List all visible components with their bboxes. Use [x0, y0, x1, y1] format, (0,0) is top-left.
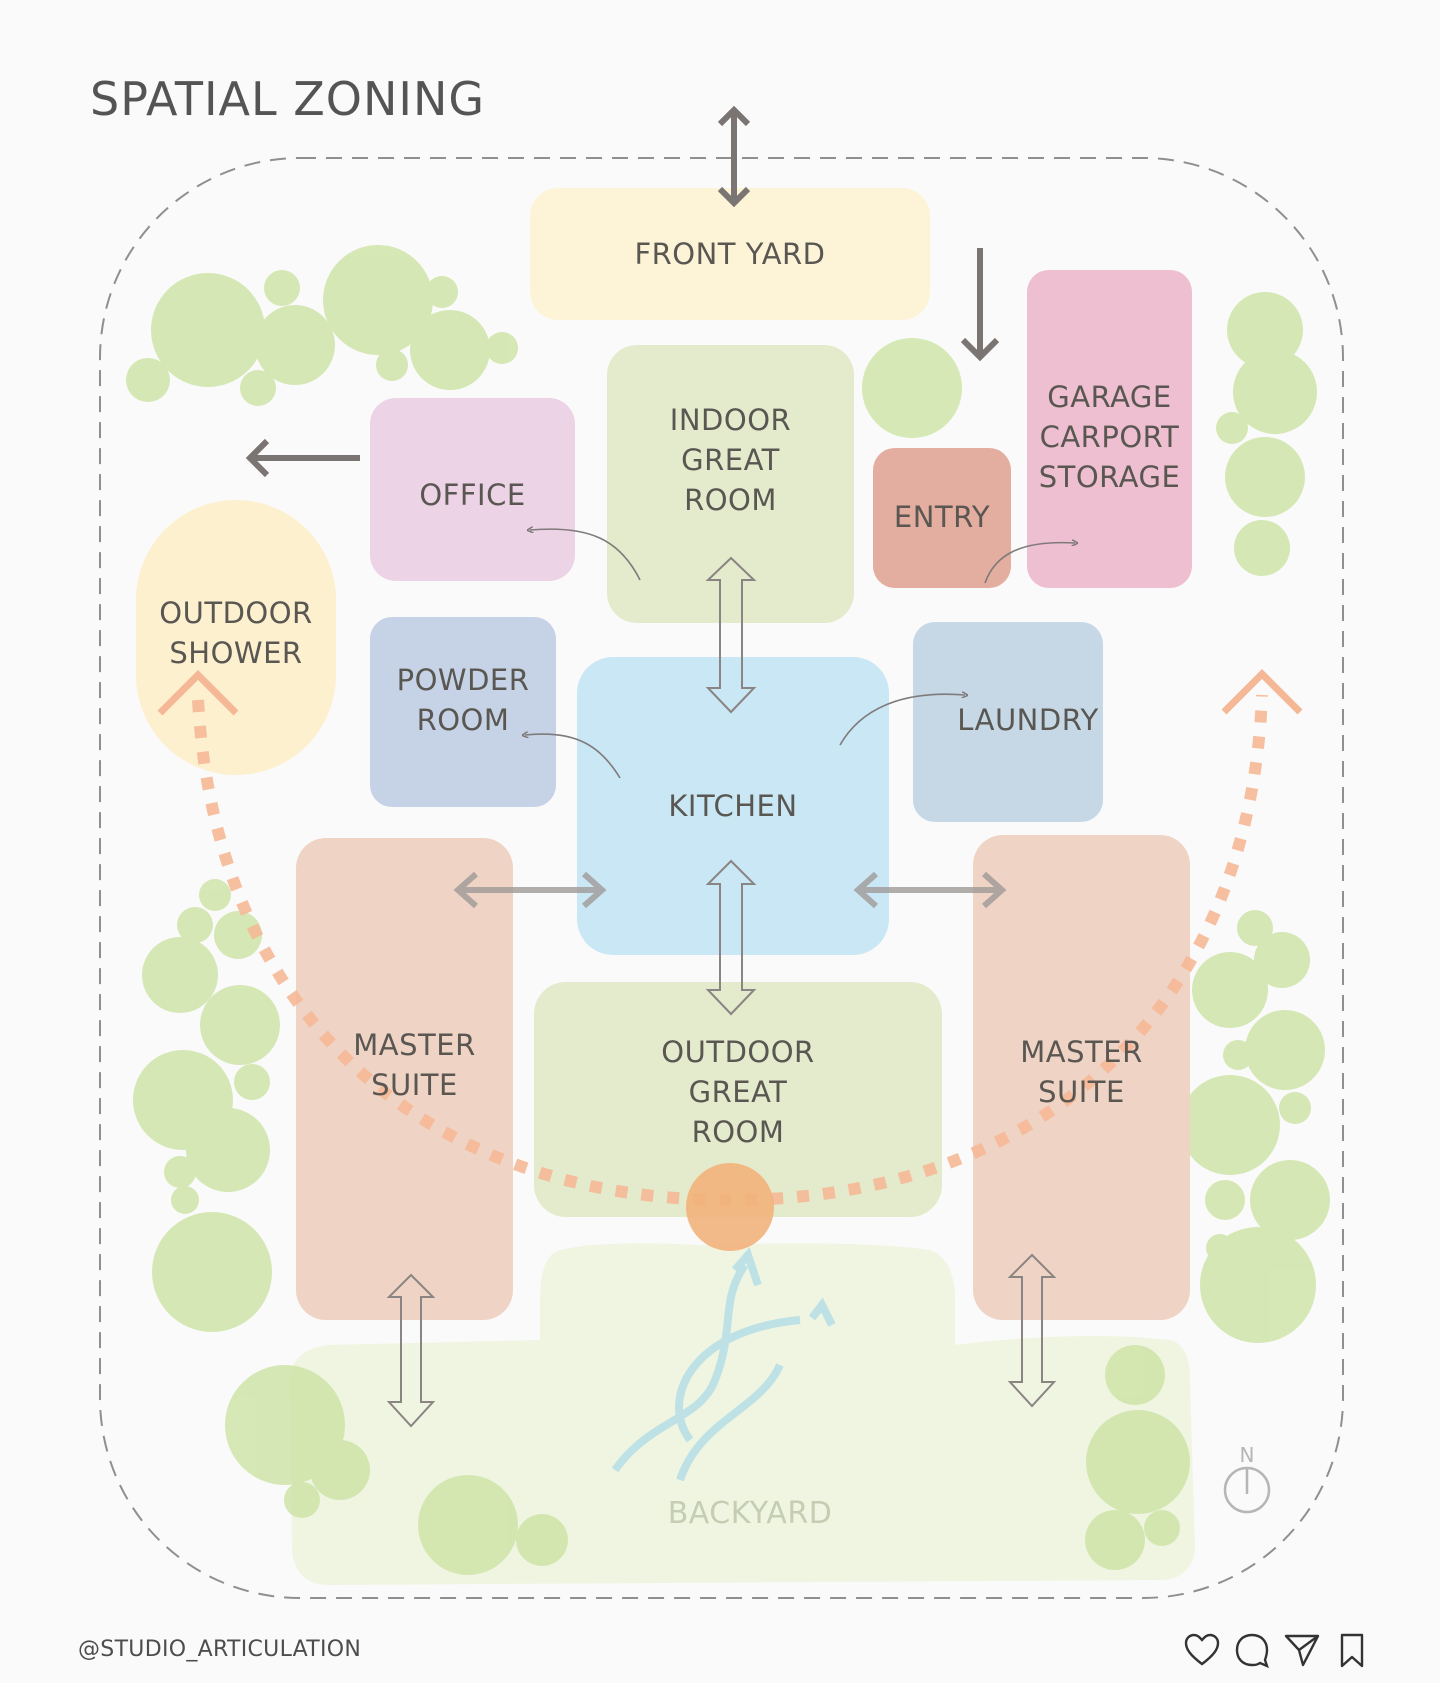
- outdoor-great-room-zone: [534, 982, 942, 1217]
- outdoor-focal-point: [686, 1163, 774, 1251]
- path-arrowhead-right: [1221, 669, 1303, 715]
- master-suite-left-label: MASTER SUITE: [353, 1028, 476, 1102]
- backyard-flow-icon: [611, 1247, 836, 1482]
- curved-arrows: [525, 529, 1075, 779]
- heart-icon[interactable]: [1182, 1630, 1222, 1670]
- trees-top-left: [126, 245, 962, 438]
- master-suite-right-label: MASTER SUITE: [1020, 1035, 1143, 1109]
- account-handle[interactable]: @STUDIO_ARTICULATION: [78, 1637, 362, 1662]
- master-suite-right-zone: [973, 835, 1190, 1320]
- powder-room-label: POWDER ROOM: [396, 663, 530, 737]
- trees-bottom-left: [133, 879, 568, 1575]
- outdoor-shower-zone: [136, 500, 336, 775]
- front-yard-zone: [530, 188, 930, 320]
- trees-top-right: [1216, 292, 1317, 576]
- backyard-label: BACKYARD: [667, 1496, 833, 1531]
- compass-north-label: N: [1240, 1443, 1255, 1467]
- garage-zone: [1027, 270, 1192, 588]
- kitchen-label: KITCHEN: [668, 789, 798, 823]
- solid-arrows: [245, 105, 1000, 478]
- outdoor-shower-label: OUTDOOR SHOWER: [159, 596, 313, 670]
- comment-icon[interactable]: [1232, 1630, 1272, 1670]
- laundry-label: LAUNDRY: [957, 703, 1099, 737]
- office-zone: [370, 398, 575, 581]
- north-compass: [1223, 1466, 1271, 1514]
- powder-room-zone: [370, 617, 556, 807]
- send-icon[interactable]: [1282, 1630, 1322, 1670]
- kitchen-zone: [577, 657, 889, 955]
- garage-label: GARAGE CARPORT STORAGE: [1038, 380, 1181, 494]
- indoor-great-room-zone: [607, 345, 854, 623]
- outdoor-great-room-label: OUTDOOR GREAT ROOM: [661, 1035, 815, 1149]
- path-arrowhead-left: [157, 670, 239, 716]
- laundry-zone: [913, 622, 1103, 822]
- master-suite-left-zone: [296, 838, 513, 1320]
- entry-label: ENTRY: [893, 500, 991, 534]
- hollow-arrows: [386, 556, 1057, 1428]
- trees-bottom-right: [1085, 910, 1330, 1570]
- indoor-great-room-label: INDOOR GREAT ROOM: [669, 403, 792, 517]
- horizontal-arrows: [453, 871, 1007, 909]
- office-label: OFFICE: [419, 478, 526, 512]
- entry-zone: [873, 448, 1011, 588]
- page-title: SPATIAL ZONING: [90, 72, 486, 126]
- front-yard-label: FRONT YARD: [634, 237, 826, 271]
- site-boundary: [99, 157, 1344, 1599]
- bookmark-icon[interactable]: [1332, 1630, 1372, 1670]
- backyard-zone: [290, 1243, 1195, 1585]
